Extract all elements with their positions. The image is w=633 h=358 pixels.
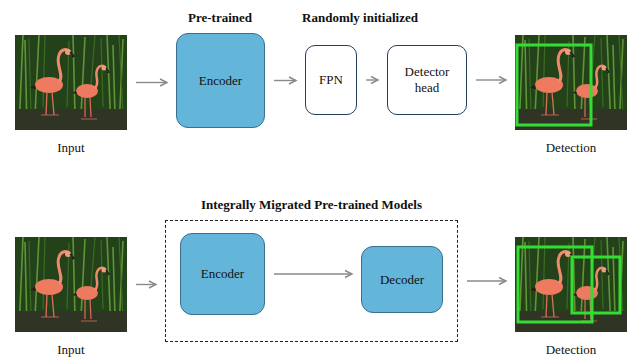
stage-label: Pre-trained <box>188 10 252 26</box>
flow-arrow <box>366 79 378 80</box>
image-caption: Input <box>57 342 84 358</box>
flow-arrow <box>467 280 506 281</box>
box-label: FPN <box>319 72 343 88</box>
input-image: Input <box>15 35 127 130</box>
box-label: Detector head <box>394 64 460 95</box>
encoder-box: Encoder <box>180 233 265 315</box>
box-label: Encoder <box>201 266 244 282</box>
flow-arrow <box>136 82 167 83</box>
model-group: Integrally Migrated Pre-trained ModelsEn… <box>165 220 458 342</box>
box-label: Encoder <box>199 73 242 89</box>
flow-arrow <box>274 80 296 81</box>
flow-arrow <box>274 273 352 274</box>
image-caption: Detection <box>546 140 597 156</box>
detection-image: Detection <box>515 35 627 130</box>
flow-arrow <box>136 284 156 285</box>
detection-image: Detection <box>515 237 627 332</box>
group-title: Integrally Migrated Pre-trained Models <box>201 197 422 213</box>
box-label: Decoder <box>380 272 424 288</box>
encoder-box: Encoder <box>176 33 265 128</box>
detector-head-box: Detector head <box>387 45 467 115</box>
input-image: Input <box>15 237 127 332</box>
stage-label: Randomly initialized <box>302 10 418 26</box>
image-caption: Input <box>57 140 84 156</box>
image-caption: Detection <box>546 342 597 358</box>
decoder-box: Decoder <box>361 246 443 313</box>
fpn-box: FPN <box>305 45 357 115</box>
flow-arrow <box>476 79 506 80</box>
